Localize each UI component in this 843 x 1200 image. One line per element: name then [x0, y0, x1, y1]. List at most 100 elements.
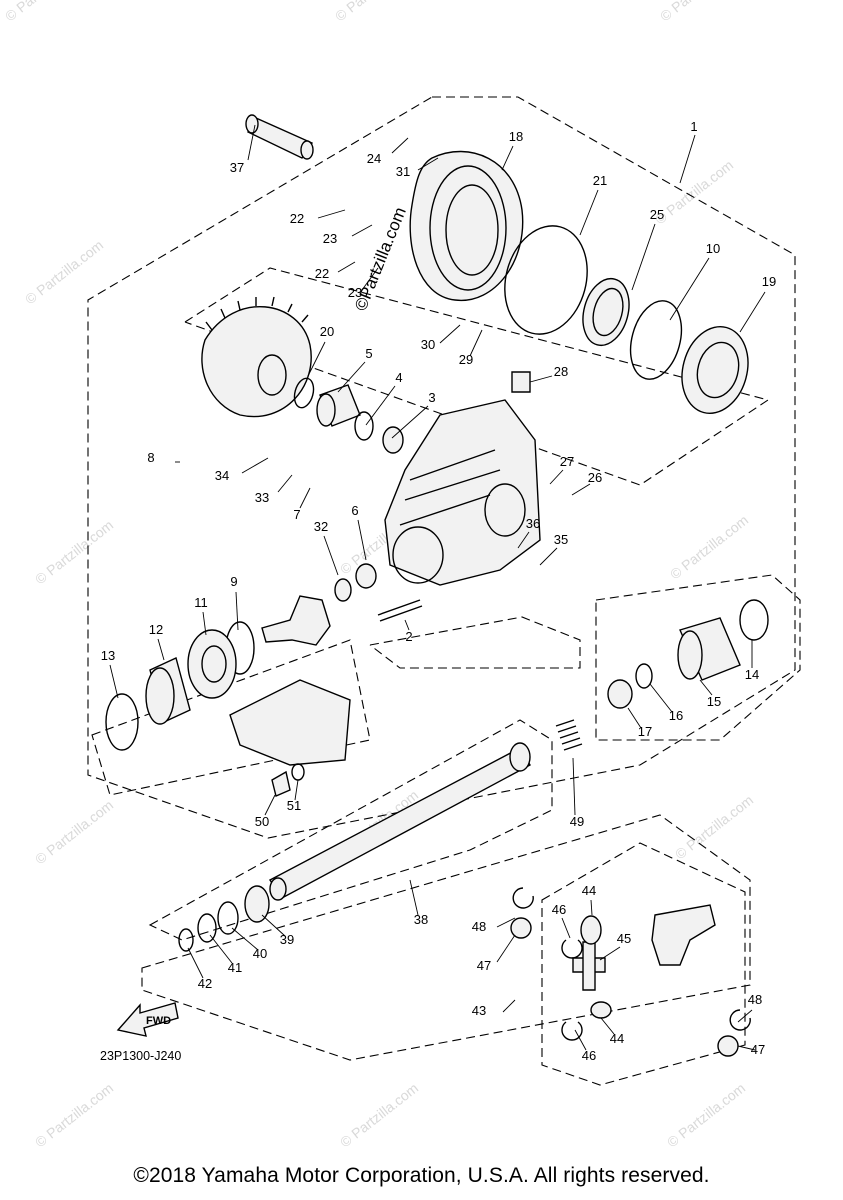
ring-40-part [217, 901, 239, 935]
callout-number: 44 [582, 883, 596, 898]
watermark-text: © Partzilla.com [667, 512, 751, 583]
front-gear-boundary [91, 639, 371, 796]
leader-line [631, 223, 656, 291]
bearing-6-part [355, 563, 377, 589]
watermark-text: © Partzilla.com [652, 157, 736, 228]
yoke-part [651, 904, 716, 966]
callout-number: 2 [405, 629, 412, 644]
leader-line [539, 547, 558, 566]
callout-number: 12 [149, 622, 163, 637]
callout-number: 41 [228, 960, 242, 975]
callout-number: 17 [638, 724, 652, 739]
callout-number: 46 [582, 1048, 596, 1063]
shim-part [629, 300, 683, 380]
leader-line [561, 917, 571, 939]
bearing-5-part [316, 384, 361, 427]
leader-line [317, 209, 346, 219]
forward-arrow: FWD [116, 1002, 179, 1037]
seal-part [582, 277, 630, 347]
callout-number: 50 [255, 814, 269, 829]
callout-number: 48 [748, 992, 762, 1007]
leader-line [361, 267, 379, 291]
leader-line [409, 879, 419, 916]
callout-number: 48 [472, 919, 486, 934]
callout-number: 28 [554, 364, 568, 379]
watermark-text: © Partzilla.com [32, 517, 116, 588]
leader-line [669, 257, 710, 321]
leader-line [247, 124, 256, 161]
shaft-subgroup-boundary [369, 616, 581, 669]
drive-shaft-boundary [148, 719, 553, 941]
breather-28-part [511, 371, 531, 393]
joint-inner-boundary [541, 842, 746, 1086]
callout-number: 49 [570, 814, 584, 829]
leader-line [109, 664, 119, 699]
callout-number: 15 [707, 694, 721, 709]
leader-line [599, 946, 621, 961]
leader-line [496, 934, 516, 963]
watermark-text: © Partzilla.com [657, 0, 741, 24]
callout-number: 30 [421, 337, 435, 352]
callout-number: 46 [552, 902, 566, 917]
callout-number: 23 [348, 285, 362, 300]
leader-line [649, 683, 673, 713]
watermark-text: © Partzilla.com [337, 1080, 421, 1151]
pinion-gear-part [261, 595, 331, 646]
leader-line [501, 145, 514, 171]
callout-number: 35 [554, 532, 568, 547]
collar-3-part [382, 426, 404, 454]
leader-line [600, 1017, 615, 1035]
callout-number: 22 [315, 266, 329, 281]
callout-number: 33 [255, 490, 269, 505]
callout-number: 44 [610, 1031, 624, 1046]
watermark-text: © Partzilla.com [664, 1080, 748, 1151]
leader-line [549, 469, 564, 485]
leader-line [351, 224, 373, 237]
callout-number: 10 [706, 241, 720, 256]
callout-number: 22 [290, 211, 304, 226]
joint-outer-boundary [141, 814, 751, 1061]
nut-12-part [145, 657, 191, 725]
callout-number: 1 [690, 119, 697, 134]
bearing-11-part [187, 629, 237, 699]
leader-line [391, 405, 429, 439]
plug-50-part [271, 770, 291, 797]
leader-line [571, 483, 591, 496]
copyright-notice: ©2018 Yamaha Motor Corporation, U.S.A. A… [133, 1164, 710, 1187]
callout-number: 38 [414, 912, 428, 927]
watermark-text: © Partzilla.com [332, 0, 416, 24]
callout-number: 47 [751, 1042, 765, 1057]
callout-number: 25 [650, 207, 664, 222]
leader-line [417, 157, 439, 171]
leader-line [737, 1009, 753, 1023]
forward-label: FWD [146, 1015, 171, 1027]
washer-51-part [291, 763, 305, 781]
callout-number: 7 [293, 507, 300, 522]
callout-number: 16 [669, 708, 683, 723]
leader-line [502, 999, 516, 1013]
drawing-code: 23P1300-J240 [100, 1049, 182, 1063]
leader-line [679, 134, 696, 184]
ring-41-part [197, 913, 217, 943]
leader-line [572, 757, 576, 816]
callout-number: 4 [395, 370, 402, 385]
callout-number: 39 [280, 932, 294, 947]
leader-line [337, 361, 366, 393]
o-ring-part [504, 225, 588, 335]
sleeve-15-part [677, 617, 741, 681]
leader-line [323, 535, 339, 576]
leader-line [231, 927, 259, 951]
leader-line [391, 137, 409, 154]
drive-shaft-part [268, 742, 531, 901]
leader-line [307, 341, 326, 377]
callout-number: 26 [588, 470, 602, 485]
leader-line [496, 917, 516, 928]
leader-line [579, 189, 599, 236]
leader-line [264, 794, 276, 816]
leader-line [739, 291, 766, 333]
callout-number: 21 [593, 173, 607, 188]
callout-number: 29 [459, 352, 473, 367]
callout-number: 23 [323, 231, 337, 246]
callout-number: 42 [198, 976, 212, 991]
leader-line [337, 261, 356, 273]
